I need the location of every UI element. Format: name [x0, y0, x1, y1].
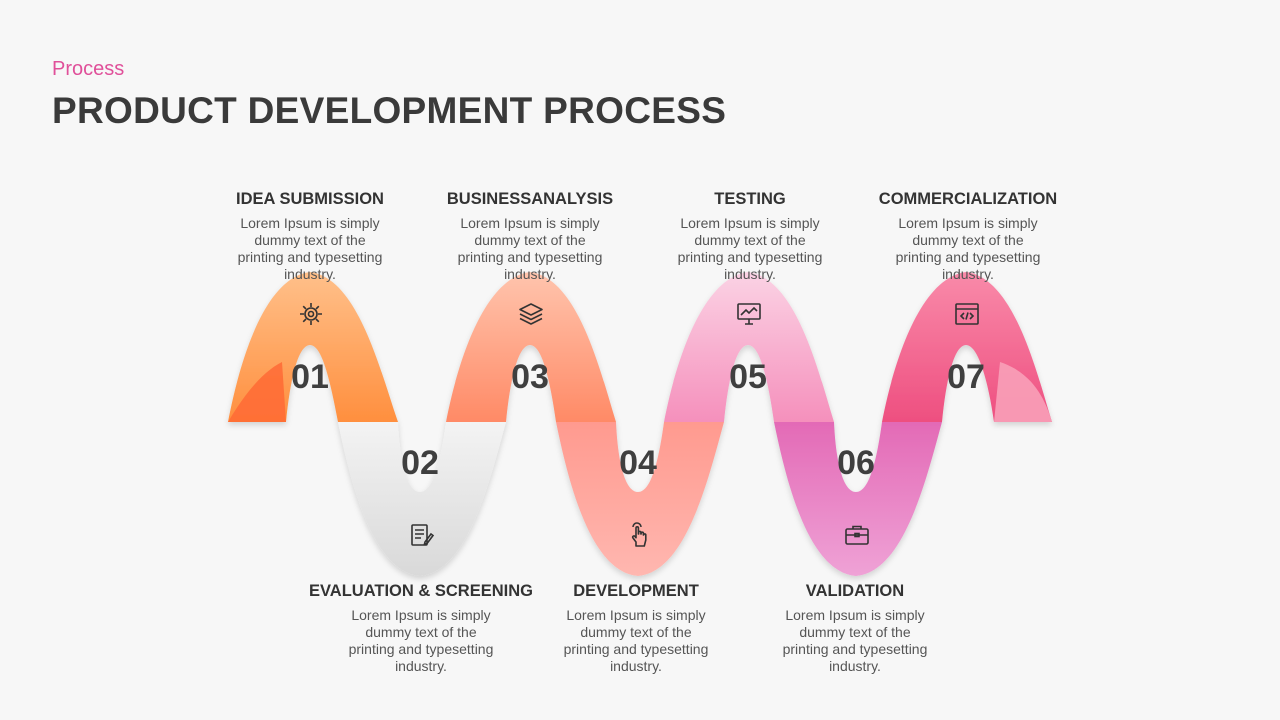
step-title: BUSINESSANALYSIS: [446, 190, 614, 208]
step-description: Lorem Ipsum is simply dummy text of the …: [782, 607, 928, 674]
step-title: COMMERCIALIZATION: [878, 190, 1058, 208]
gear-icon: [300, 303, 322, 325]
page-title: PRODUCT DEVELOPMENT PROCESS: [52, 90, 727, 131]
step-number-07: 07: [947, 358, 985, 396]
step-description: Lorem Ipsum is simply dummy text of the …: [677, 215, 823, 282]
step-number-01: 01: [291, 358, 329, 396]
step-description: Lorem Ipsum is simply dummy text of the …: [457, 215, 603, 282]
step-02-text: EVALUATION & SCREENING Lorem Ipsum is si…: [301, 582, 541, 675]
step-01-text: IDEA SUBMISSION Lorem Ipsum is simply du…: [190, 190, 430, 283]
briefcase-icon: [845, 525, 869, 545]
step-number-03: 03: [511, 358, 549, 396]
touch-hand-icon: [631, 522, 647, 547]
step-title: IDEA SUBMISSION: [236, 190, 384, 208]
step-number-02: 02: [401, 444, 439, 482]
step-03-text: BUSINESSANALYSIS Lorem Ipsum is simply d…: [410, 190, 650, 283]
step-number-05: 05: [729, 358, 767, 396]
monitor-chart-icon: [737, 303, 761, 325]
step-description: Lorem Ipsum is simply dummy text of the …: [563, 607, 709, 674]
step-title: DEVELOPMENT: [573, 582, 699, 600]
step-description: Lorem Ipsum is simply dummy text of the …: [895, 215, 1041, 282]
step-07-text: COMMERCIALIZATION Lorem Ipsum is simply …: [848, 190, 1088, 283]
step-number-04: 04: [619, 444, 657, 482]
edit-document-icon: [411, 524, 435, 546]
step-title: TESTING: [714, 190, 786, 208]
code-window-icon: [955, 303, 979, 325]
layers-icon: [519, 303, 543, 325]
step-06-text: VALIDATION Lorem Ipsum is simply dummy t…: [735, 582, 975, 675]
page-subtitle: Process: [52, 58, 125, 80]
step-05-text: TESTING Lorem Ipsum is simply dummy text…: [630, 190, 870, 283]
step-number-06: 06: [837, 444, 875, 482]
step-title: VALIDATION: [805, 582, 905, 600]
step-04-text: DEVELOPMENT Lorem Ipsum is simply dummy …: [516, 582, 756, 675]
step-title: EVALUATION & SCREENING: [309, 582, 533, 600]
step-description: Lorem Ipsum is simply dummy text of the …: [237, 215, 383, 282]
step-description: Lorem Ipsum is simply dummy text of the …: [348, 607, 494, 674]
